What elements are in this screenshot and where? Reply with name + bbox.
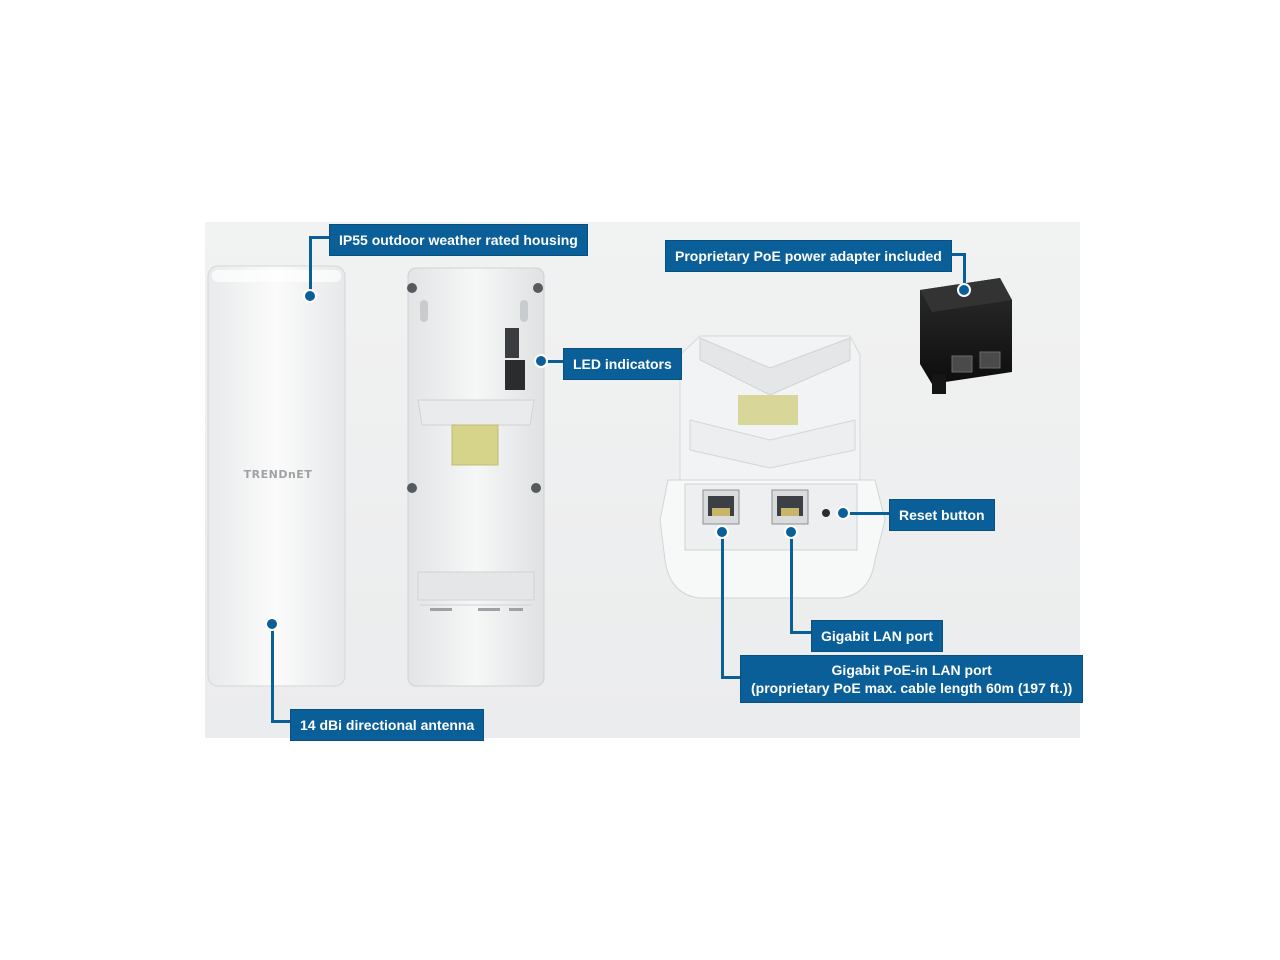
led-callout: LED indicators bbox=[563, 348, 682, 380]
device-port-view bbox=[659, 335, 886, 599]
housing-leader-connector bbox=[309, 236, 329, 239]
poe-port-callout-subtitle: (proprietary PoE max. cable length 60m (… bbox=[751, 680, 1073, 696]
poe-adapter-marker-dot bbox=[957, 283, 971, 297]
device-back-view bbox=[407, 267, 545, 687]
antenna-marker-dot bbox=[265, 617, 279, 631]
housing-callout: IP55 outdoor weather rated housing bbox=[329, 224, 588, 256]
housing-marker-dot bbox=[303, 289, 317, 303]
lan-port-leader-line bbox=[790, 532, 793, 634]
housing-leader-line bbox=[309, 236, 312, 296]
poe-port-marker-dot bbox=[715, 525, 729, 539]
poe-port-leader-connector bbox=[721, 676, 741, 679]
poe-adapter-leader-line bbox=[963, 253, 966, 290]
led-leader-line bbox=[540, 360, 563, 363]
antenna-callout: 14 dBi directional antenna bbox=[290, 709, 485, 741]
poe-adapter-leader-connector bbox=[948, 253, 966, 256]
antenna-leader-line bbox=[271, 624, 274, 723]
device-front-view bbox=[207, 265, 346, 687]
lan-port-leader-connector bbox=[790, 631, 812, 634]
reset-marker-dot bbox=[836, 506, 850, 520]
antenna-leader-connector bbox=[271, 720, 291, 723]
poe-adapter-callout: Proprietary PoE power adapter included bbox=[665, 240, 952, 272]
led-marker-dot bbox=[534, 354, 548, 368]
poe-port-leader-line bbox=[721, 532, 724, 679]
poe-port-callout: Gigabit PoE-in LAN port (proprietary PoE… bbox=[740, 655, 1084, 703]
lan-port-callout: Gigabit LAN port bbox=[811, 620, 943, 652]
poe-port-callout-title: Gigabit PoE-in LAN port bbox=[831, 662, 992, 678]
lan-port-marker-dot bbox=[784, 525, 798, 539]
trendnet-logo: TRENDnET bbox=[243, 468, 313, 481]
reset-leader-line bbox=[846, 512, 890, 515]
reset-callout: Reset button bbox=[889, 499, 995, 531]
